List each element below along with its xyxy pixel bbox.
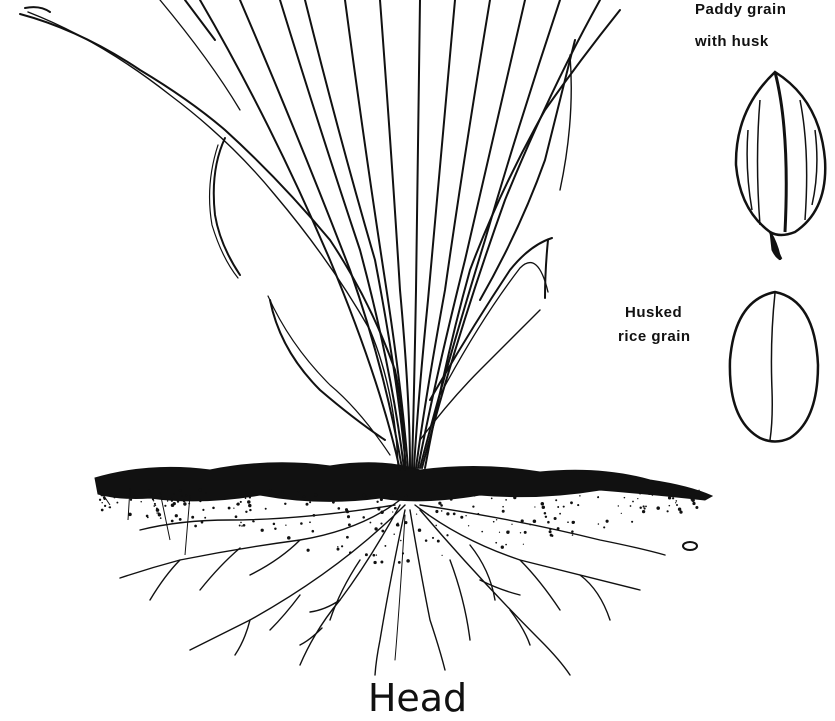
- soil: [95, 463, 712, 564]
- paddy-grain-label-line2: with husk: [695, 32, 769, 52]
- pebble: [683, 542, 697, 550]
- paddy-grain-icon: [736, 72, 825, 260]
- husked-grain-label-line2: rice grain: [618, 327, 691, 347]
- paddy-grain-label-line1: Paddy grain: [695, 0, 786, 20]
- husked-grain-icon: [730, 292, 818, 442]
- leaves: [20, 0, 620, 470]
- caption: Head: [0, 676, 835, 720]
- roots: [120, 500, 665, 675]
- husked-grain-label-line1: Husked: [625, 303, 682, 323]
